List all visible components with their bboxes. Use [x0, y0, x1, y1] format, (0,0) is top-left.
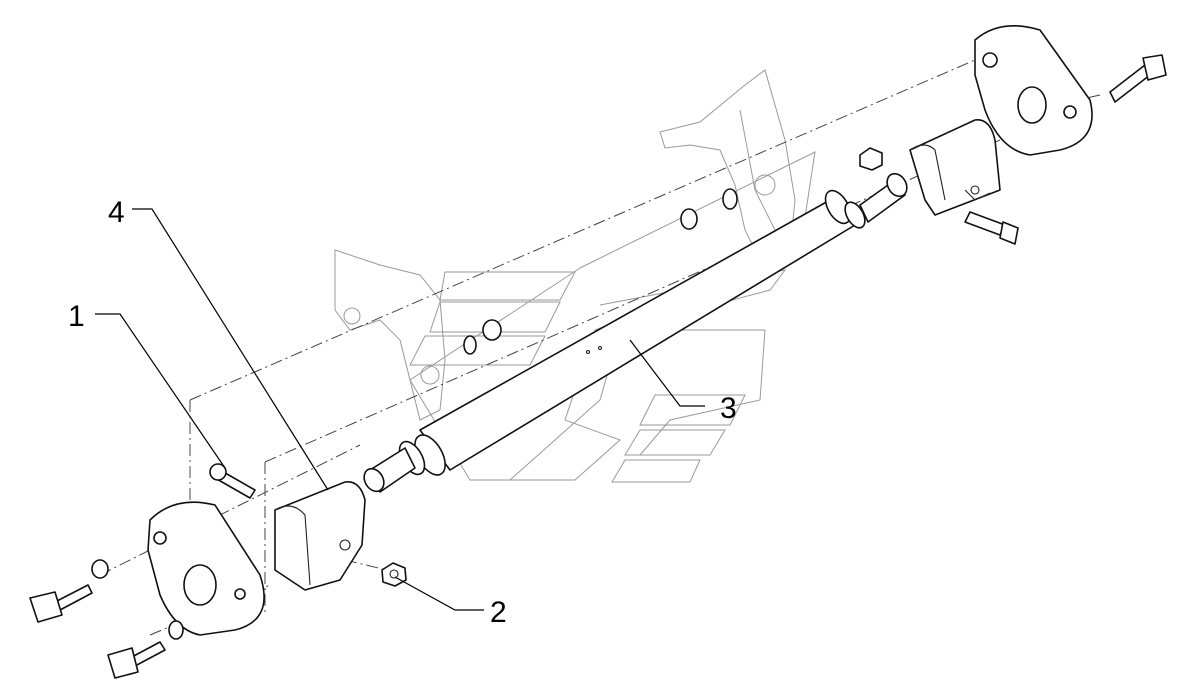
nut-upper [859, 147, 883, 171]
flange-plate-upper [974, 24, 1093, 156]
leader-line-4 [132, 208, 329, 491]
callout-3: 3 [720, 392, 737, 425]
leader-line-1 [95, 313, 226, 469]
housing-block-part-4 [274, 481, 366, 591]
callout-1: 1 [68, 300, 85, 333]
callout-2: 2 [490, 596, 507, 629]
leader-line-3 [629, 339, 705, 407]
bolt-upper-right [1109, 54, 1167, 103]
bolt-lower-left-2 [107, 641, 166, 679]
housing-block-upper [909, 119, 1001, 216]
flange-plate-lower [147, 501, 265, 636]
bolt-housing-upper [964, 211, 1019, 245]
leader-line-2 [394, 576, 484, 611]
bolt-part-1 [209, 463, 256, 499]
callout-4: 4 [108, 196, 125, 229]
ghost-chevron-logo [409, 151, 816, 483]
nut-part-2 [381, 562, 407, 587]
washers [91, 188, 738, 640]
bolt-lower-left-1 [29, 584, 93, 623]
shaft-part-3 [363, 172, 908, 493]
ghost-frame-bracket-lower [334, 249, 446, 421]
